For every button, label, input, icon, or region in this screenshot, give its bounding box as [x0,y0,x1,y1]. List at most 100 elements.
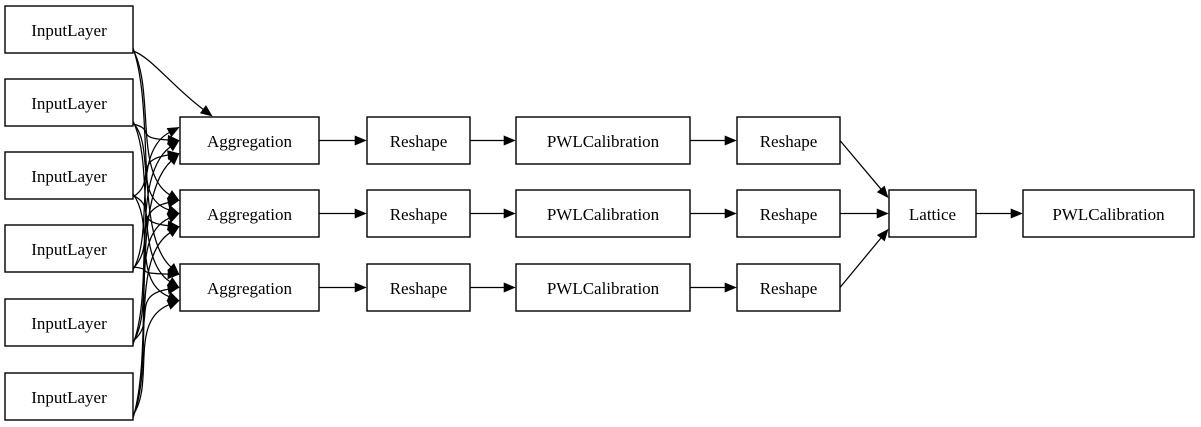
node-label-input-2: InputLayer [31,94,107,113]
node-label-reshape-a3: Reshape [390,279,448,298]
node-pwl-out[interactable]: PWLCalibration [1022,189,1195,238]
node-reshape-b2[interactable]: Reshape [736,189,841,238]
edge-reshape-a3-to-pwl-3 [470,282,516,293]
node-reshape-a2[interactable]: Reshape [366,189,471,238]
node-box-reshape-b1[interactable] [736,116,841,165]
node-box-aggregation-1[interactable] [179,116,320,165]
edge-reshape-a2-to-pwl-2 [470,208,516,219]
node-reshape-a3[interactable]: Reshape [366,263,471,312]
node-label-input-3: InputLayer [31,167,107,186]
edge-path [132,123,169,141]
edge-reshape-b1-to-lattice [839,140,889,199]
edge-path [132,146,171,345]
node-reshape-a1[interactable]: Reshape [366,116,471,165]
node-label-input-6: InputLayer [31,388,107,407]
node-label-aggregation-3: Aggregation [207,279,292,298]
node-box-aggregation-3[interactable] [179,263,320,312]
node-layer: InputLayerInputLayerInputLayerInputLayer… [4,5,1195,421]
edge-input-4-to-aggregation-1 [132,126,180,271]
node-box-input-4[interactable] [4,224,134,273]
node-box-pwl-2[interactable] [515,189,691,238]
edge-arrowhead [876,208,889,219]
edge-arrowhead [503,208,516,219]
node-box-input-5[interactable] [4,298,134,347]
edge-path [132,232,171,417]
node-label-reshape-b3: Reshape [760,279,818,298]
node-pwl-1[interactable]: PWLCalibration [515,116,691,165]
edge-reshape-a1-to-pwl-1 [470,135,516,146]
node-box-reshape-a1[interactable] [366,116,471,165]
edge-arrowhead [876,228,889,242]
node-label-lattice: Lattice [909,205,956,224]
node-reshape-b1[interactable]: Reshape [736,116,841,165]
edge-arrowhead [724,135,737,146]
edge-arrowhead [1010,208,1023,219]
edge-arrowhead [503,282,516,293]
node-box-reshape-a3[interactable] [366,263,471,312]
edge-reshape-b2-to-lattice [840,208,889,219]
edge-path [132,194,169,227]
edge-path [132,47,172,268]
node-box-reshape-a2[interactable] [366,189,471,238]
node-label-pwl-3: PWLCalibration [547,279,660,298]
node-input-3[interactable]: InputLayer [4,151,134,200]
edge-layer [132,47,1023,419]
node-label-reshape-a2: Reshape [390,205,448,224]
edge-arrowhead [724,282,737,293]
node-box-input-6[interactable] [4,372,134,421]
edge-input-5-to-aggregation-3 [132,284,180,342]
node-box-aggregation-2[interactable] [179,189,320,238]
node-input-4[interactable]: InputLayer [4,224,134,273]
edge-path [132,193,170,298]
node-box-input-3[interactable] [4,151,134,200]
edge-arrowhead [354,208,367,219]
edge-input-5-to-aggregation-1 [132,140,180,345]
node-box-reshape-b2[interactable] [736,189,841,238]
node-label-reshape-a1: Reshape [390,132,448,151]
edge-path [132,266,169,275]
edge-path [132,288,169,342]
node-label-pwl-1: PWLCalibration [547,132,660,151]
node-reshape-b3[interactable]: Reshape [736,263,841,312]
node-box-pwl-3[interactable] [515,263,691,312]
node-box-input-1[interactable] [4,5,134,54]
node-box-lattice[interactable] [888,189,977,238]
edge-path [132,49,170,196]
node-box-pwl-1[interactable] [515,116,691,165]
node-aggregation-2[interactable]: Aggregation [179,189,320,238]
edge-input-1-to-aggregation-1 [132,50,213,117]
node-box-reshape-b3[interactable] [736,263,841,312]
node-pwl-2[interactable]: PWLCalibration [515,189,691,238]
node-label-pwl-2: PWLCalibration [547,205,660,224]
node-input-1[interactable]: InputLayer [4,5,134,54]
edge-arrowhead [167,269,180,280]
edge-arrowhead [166,140,180,152]
edge-pwl-1-to-reshape-b1 [690,135,737,146]
edge-pwl-3-to-reshape-b3 [690,282,737,293]
node-aggregation-3[interactable]: Aggregation [179,263,320,312]
node-label-aggregation-1: Aggregation [207,132,292,151]
node-input-6[interactable]: InputLayer [4,372,134,421]
edge-arrowhead [354,282,367,293]
edge-arrowhead [166,300,180,310]
edge-input-6-to-aggregation-1 [132,153,180,419]
node-label-input-1: InputLayer [31,21,107,40]
edge-aggregation-2-to-reshape-a2 [319,208,367,219]
node-lattice[interactable]: Lattice [888,189,977,238]
edge-arrowhead [167,153,180,166]
node-pwl-3[interactable]: PWLCalibration [515,263,691,312]
node-input-5[interactable]: InputLayer [4,298,134,347]
edge-arrowhead [724,208,737,219]
edge-input-1-to-aggregation-2 [132,49,180,201]
edge-path [132,304,170,416]
node-label-reshape-b1: Reshape [760,132,818,151]
edge-lattice-to-pwl-out [976,208,1023,219]
node-aggregation-1[interactable]: Aggregation [179,116,320,165]
node-input-2[interactable]: InputLayer [4,78,134,127]
node-box-pwl-out[interactable] [1022,189,1195,238]
edge-arrowhead [166,126,180,138]
node-box-input-2[interactable] [4,78,134,127]
edge-arrowhead [354,135,367,146]
